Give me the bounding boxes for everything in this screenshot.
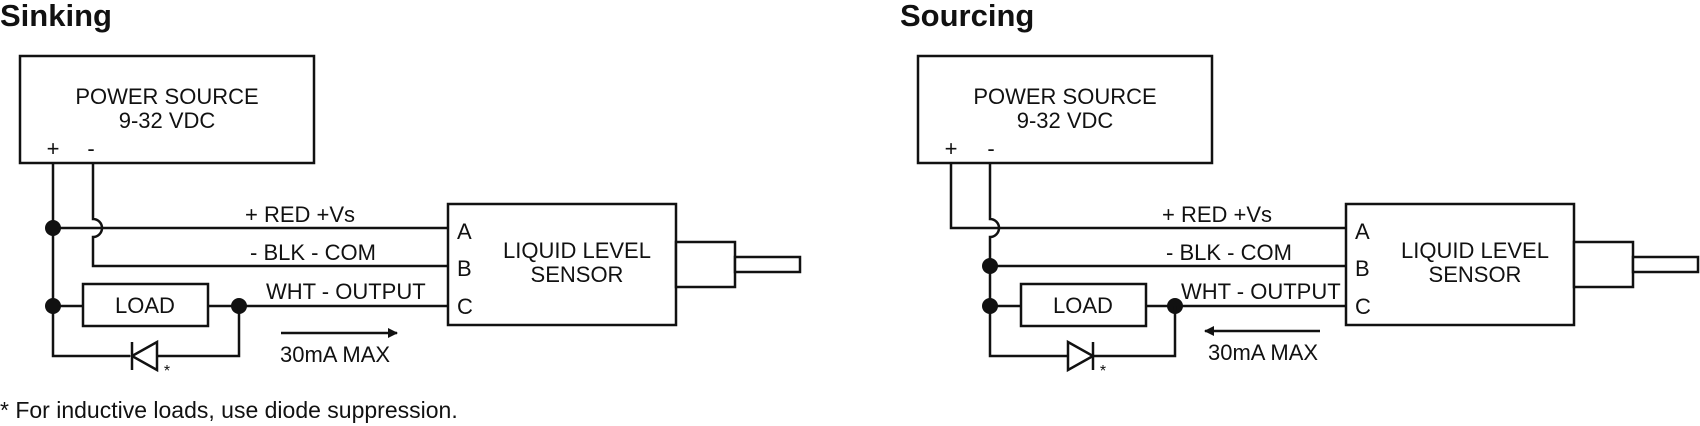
blk-wire-label: - BLK - COM bbox=[1166, 240, 1292, 265]
sinking-diagram: Sinking POWER SOURCE 9-32 VDC + - LOAD *… bbox=[0, 0, 802, 380]
red-wire bbox=[949, 163, 1346, 230]
pin-b-label: B bbox=[457, 256, 472, 281]
sensor-label: LIQUID LEVEL bbox=[503, 238, 651, 263]
sensor-probe-tip bbox=[733, 255, 802, 274]
pin-c-label: C bbox=[457, 294, 473, 319]
blk-wire-label: - BLK - COM bbox=[250, 240, 376, 265]
wht-wire-label: WHT - OUTPUT bbox=[1181, 279, 1341, 304]
sinking-title: Sinking bbox=[0, 0, 112, 33]
junction-dot bbox=[982, 258, 998, 274]
sourcing-title: Sourcing bbox=[900, 0, 1034, 33]
sensor-probe-body bbox=[674, 240, 737, 289]
sensor-box bbox=[1344, 202, 1576, 327]
power-source-box bbox=[916, 54, 1214, 165]
sensor-label: LIQUID LEVEL bbox=[1401, 238, 1549, 263]
load-box bbox=[81, 282, 210, 328]
wht-wire-label: WHT - OUTPUT bbox=[266, 279, 426, 304]
junction-dot bbox=[45, 298, 61, 314]
sensor-label-2: SENSOR bbox=[1429, 262, 1522, 287]
diode-icon bbox=[129, 339, 159, 373]
power-source-voltage: 9-32 VDC bbox=[1017, 108, 1114, 133]
load-label: LOAD bbox=[1053, 293, 1113, 318]
power-source-voltage: 9-32 VDC bbox=[119, 108, 216, 133]
junction-dot bbox=[982, 298, 998, 314]
pin-a-label: A bbox=[1355, 219, 1370, 244]
sensor-label-2: SENSOR bbox=[531, 262, 624, 287]
power-source-label: POWER SOURCE bbox=[75, 84, 258, 109]
diode-asterisk: * bbox=[164, 363, 170, 380]
current-label: 30mA MAX bbox=[280, 342, 390, 367]
sourcing-diagram: Sourcing POWER SOURCE 9-32 VDC + - LOAD … bbox=[900, 0, 1700, 380]
plus-terminal-label: + bbox=[945, 136, 958, 161]
sensor-probe-body bbox=[1572, 240, 1635, 289]
pin-c-label: C bbox=[1355, 294, 1371, 319]
diode-icon bbox=[1066, 339, 1096, 373]
pin-a-label: A bbox=[457, 219, 472, 244]
diode-return-wire bbox=[157, 306, 241, 358]
sensor-probe-tip bbox=[1631, 255, 1700, 274]
diode-return-wire bbox=[1093, 306, 1177, 358]
pin-b-label: B bbox=[1355, 256, 1370, 281]
power-source-box bbox=[18, 54, 316, 165]
minus-terminal-label: - bbox=[87, 136, 94, 161]
minus-rail-wire bbox=[988, 163, 1068, 358]
current-label: 30mA MAX bbox=[1208, 340, 1318, 365]
red-wire-label: + RED +Vs bbox=[1162, 202, 1272, 227]
red-wire-label: + RED +Vs bbox=[245, 202, 355, 227]
load-label: LOAD bbox=[115, 293, 175, 318]
plus-terminal-label: + bbox=[47, 136, 60, 161]
diode-asterisk: * bbox=[1100, 363, 1106, 380]
minus-terminal-label: - bbox=[987, 136, 994, 161]
footnote: * For inductive loads, use diode suppres… bbox=[0, 397, 458, 423]
junction-dot bbox=[45, 220, 61, 236]
power-source-label: POWER SOURCE bbox=[973, 84, 1156, 109]
